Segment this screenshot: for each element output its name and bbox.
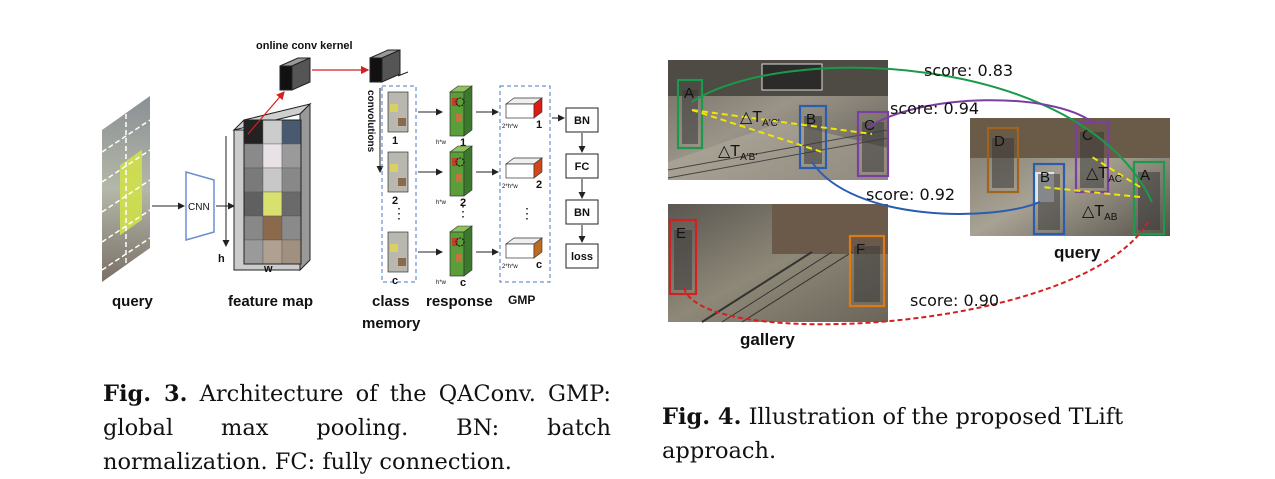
figure-4-caption: Fig. 4. Illustration of the proposed TLi… [662, 400, 1182, 468]
response-index: c [460, 277, 466, 289]
score-label: score: 0.90 [910, 291, 999, 310]
delta-t-label: △TA'B' [718, 143, 757, 163]
class-memory-index: c [392, 275, 398, 287]
figure-3-caption: Fig. 3. Architecture of the QAConv. GMP:… [103, 377, 611, 479]
figure-4-caption-text: Illustration of the proposed TLift appro… [662, 404, 1124, 464]
arc-score-092 [811, 161, 1041, 215]
arc-score-090 [683, 221, 1149, 326]
ellipsis-dots: ⋮ [456, 203, 470, 219]
score-label: score: 0.94 [890, 99, 979, 118]
pipeline-bn-box: BN [565, 107, 599, 133]
pipeline-bn-box: BN [565, 199, 599, 225]
convolutions-corner [397, 71, 409, 77]
cnn-label: CNN [188, 202, 210, 213]
person-letter: F [856, 241, 865, 258]
gmp-label: GMP [508, 293, 535, 307]
delta-t-label: △TAB [1082, 203, 1118, 223]
person-letter: A [684, 85, 694, 102]
person-letter: C [1082, 127, 1093, 144]
class-memory-label-1: class [372, 293, 410, 310]
response-item: h*w 2 [436, 145, 473, 209]
score-label: score: 0.83 [924, 61, 1013, 80]
class-memory-index: 1 [392, 135, 398, 147]
person-box-d: D [986, 126, 1020, 194]
query-label: query [112, 293, 154, 310]
w-label: w [263, 263, 273, 275]
ellipsis-dots: ⋮ [392, 205, 406, 221]
query-image [101, 96, 151, 282]
feature-map-label: feature map [228, 293, 313, 310]
score-label: score: 0.92 [866, 185, 955, 204]
person-letter: B [806, 111, 816, 128]
response-item: h*w 1 [436, 85, 473, 149]
pipeline-label: BN [574, 207, 590, 219]
response-index: 1 [460, 137, 466, 149]
gallery-label: gallery [740, 330, 795, 349]
convolutions-label: convolutions [365, 90, 376, 153]
feature-map [232, 102, 312, 272]
response-label: response [426, 293, 493, 310]
gmp-index: c [536, 259, 542, 271]
gmp-dim-label: 2*h*w [502, 124, 518, 130]
delta-t-label: △TAC [1086, 165, 1122, 185]
person-letter: E [676, 225, 686, 242]
pipeline-label: BN [574, 115, 590, 127]
delta-line-ac-prime [691, 109, 873, 135]
gallery-photo [668, 204, 888, 323]
pipeline-label: FC [575, 161, 590, 173]
online-conv-kernel-label: online conv kernel [256, 40, 353, 52]
person-letter: B [1040, 169, 1050, 186]
person-box-b: B [798, 104, 828, 170]
response-dim-label: h*w [436, 280, 447, 286]
gmp-index: 1 [536, 119, 542, 131]
delta-line-ab [1041, 186, 1141, 198]
class-memory-box [381, 85, 417, 283]
class-memory-label-2: memory [362, 315, 421, 332]
person-letter: D [994, 133, 1005, 150]
class-memory-item: c [387, 231, 409, 287]
query-label-fig4: query [1054, 243, 1101, 262]
delta-t-label: △TA'C' [740, 109, 780, 129]
response-dim-label: h*w [436, 200, 447, 206]
gmp-item: 2*h*w 1 [502, 97, 544, 131]
response-item: h*w c [436, 225, 473, 289]
conv-kernel-cube-2 [369, 49, 401, 83]
pipeline-loss-box: loss [565, 243, 599, 269]
class-memory-item: 2 [387, 151, 409, 207]
gmp-index: 2 [536, 179, 542, 191]
kernel-extract-arrow [247, 91, 285, 135]
person-box-f: F [848, 234, 886, 308]
figure-3-caption-text: Architecture of the QAConv. GMP: global … [103, 381, 611, 475]
person-letter: A [1140, 167, 1150, 184]
class-memory-index: 2 [392, 195, 398, 207]
figure-3-caption-label: Fig. 3. [103, 381, 188, 407]
gmp-item: 2*h*w 2 [502, 157, 544, 191]
ellipsis-dots: ⋮ [520, 205, 534, 221]
pipeline-fc-box: FC [565, 153, 599, 179]
figure-3-architecture-diagram: query CNN h w feature map online conv ke… [101, 40, 599, 332]
response-dim-label: h*w [436, 140, 447, 146]
person-box-b: B [1032, 162, 1066, 236]
person-box-e: E [668, 218, 698, 296]
conv-kernel-cube [279, 57, 311, 91]
person-box-c: C [1074, 120, 1110, 194]
camera-1-photo [667, 60, 889, 180]
delta-line-ab-prime [691, 109, 823, 153]
cnn-block [185, 171, 215, 241]
h-label: h [218, 253, 225, 265]
gmp-item: 2*h*w c [502, 237, 544, 271]
arc-score-094 [866, 99, 1093, 129]
response-index: 2 [460, 197, 466, 209]
gmp-dim-label: 2*h*w [502, 184, 518, 190]
pipeline-label: loss [571, 251, 593, 263]
gmp-dim-label: 2*h*w [502, 264, 518, 270]
class-memory-item: 1 [387, 91, 409, 147]
gmp-box [499, 85, 551, 283]
arc-score-083 [691, 66, 1153, 203]
figure-4-caption-label: Fig. 4. [662, 404, 742, 430]
